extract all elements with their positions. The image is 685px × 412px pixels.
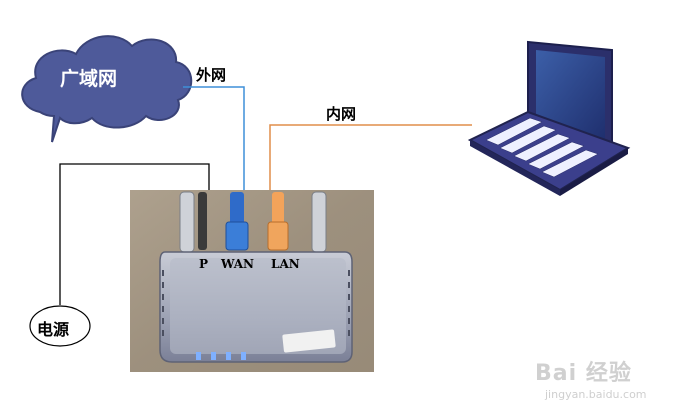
- port-wan-label: WAN: [221, 257, 254, 271]
- power-label: 电源: [37, 320, 70, 339]
- port-p-label: P: [199, 257, 209, 271]
- external-network-label: 外网: [196, 66, 227, 84]
- internal-network-label: 内网: [326, 105, 357, 123]
- power-line: [59, 163, 210, 305]
- watermark-url: jingyan.baidu.com: [545, 388, 647, 401]
- power-node: [29, 305, 91, 347]
- laptop-icon: [467, 40, 631, 196]
- router-photo: [130, 190, 374, 372]
- wan-cloud-icon: [21, 35, 193, 143]
- port-lan-label: LAN: [271, 257, 300, 271]
- wan-cloud-label: 广域网: [60, 68, 118, 90]
- watermark-brand: Bai 经验: [535, 361, 632, 386]
- lan-cable-line: [269, 124, 472, 200]
- wan-cable-line: [183, 86, 245, 200]
